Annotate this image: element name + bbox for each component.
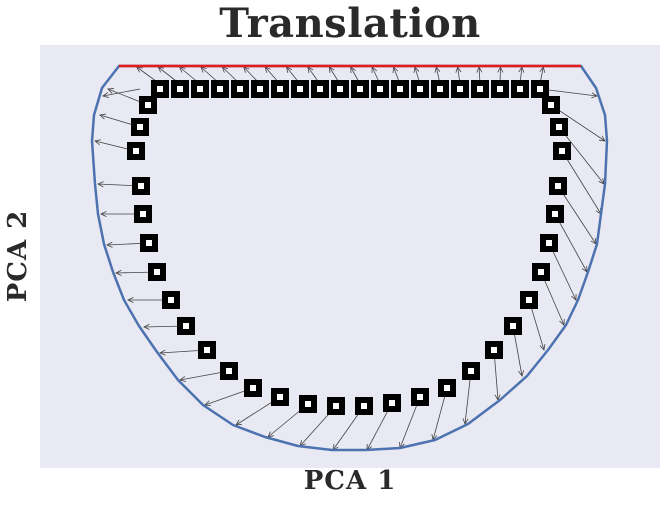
plot-background xyxy=(40,45,660,468)
x-axis-label: PCA 1 xyxy=(303,466,397,496)
chain-marker xyxy=(411,80,429,98)
chain-marker xyxy=(531,80,549,98)
chain-marker xyxy=(148,263,166,281)
chain-marker xyxy=(127,142,145,160)
chain-marker xyxy=(140,234,158,252)
chain-marker xyxy=(244,379,262,397)
chain-marker xyxy=(355,397,373,415)
chain-marker xyxy=(383,394,401,412)
chain-marker xyxy=(299,395,317,413)
chain-marker xyxy=(327,397,345,415)
chain-marker xyxy=(462,362,480,380)
displacement-arrow xyxy=(102,88,141,98)
figure-title: Translation xyxy=(219,0,481,47)
chain-marker xyxy=(471,80,489,98)
chain-marker xyxy=(371,80,389,98)
chain-marker xyxy=(271,388,289,406)
chain-marker xyxy=(411,388,429,406)
chain-marker xyxy=(520,291,538,309)
chain-marker xyxy=(291,80,309,98)
chain-marker xyxy=(451,80,469,98)
chain-marker xyxy=(431,80,449,98)
chain-marker xyxy=(171,80,189,98)
chain-marker xyxy=(532,263,550,281)
chain-marker xyxy=(139,96,157,114)
marker-chain xyxy=(127,80,571,415)
chain-marker xyxy=(271,80,289,98)
displacement-arrow xyxy=(540,88,598,99)
chain-marker xyxy=(331,80,349,98)
displacement-arrow xyxy=(548,242,577,301)
chain-marker xyxy=(391,80,409,98)
chain-marker xyxy=(511,80,529,98)
chain-marker xyxy=(220,362,238,380)
chain-marker xyxy=(151,80,169,98)
chain-marker xyxy=(491,80,509,98)
chain-marker xyxy=(438,379,456,397)
chain-marker xyxy=(553,142,571,160)
chain-marker xyxy=(162,291,180,309)
chain-marker xyxy=(177,317,195,335)
chain-marker xyxy=(231,80,249,98)
chain-marker xyxy=(550,118,568,136)
chain-marker xyxy=(351,80,369,98)
outer-contour xyxy=(90,64,609,452)
chain-marker xyxy=(132,177,150,195)
chain-marker xyxy=(251,80,269,98)
chain-marker xyxy=(191,80,209,98)
chain-marker xyxy=(198,341,216,359)
chain-marker xyxy=(311,80,329,98)
chain-marker xyxy=(211,80,229,98)
chain-marker xyxy=(134,205,152,223)
y-axis-label: PCA 2 xyxy=(3,209,33,303)
chain-marker xyxy=(131,118,149,136)
chain-marker xyxy=(504,317,522,335)
chain-marker xyxy=(549,177,567,195)
chain-marker xyxy=(485,341,503,359)
chain-marker xyxy=(540,234,558,252)
chain-marker xyxy=(546,205,564,223)
chain-marker xyxy=(542,96,560,114)
